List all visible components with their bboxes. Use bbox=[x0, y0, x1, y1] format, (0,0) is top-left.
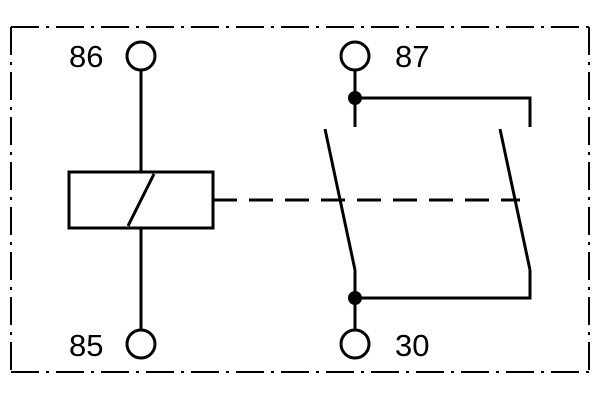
junction-dot-87 bbox=[348, 91, 362, 105]
coil-circuit bbox=[67, 40, 215, 360]
terminal-label-30: 30 bbox=[395, 328, 429, 363]
terminal-30-pin bbox=[339, 328, 371, 360]
coil-winding-slash bbox=[126, 173, 156, 227]
contact-circuit bbox=[323, 40, 532, 360]
contact-30-wire bbox=[355, 270, 532, 300]
terminal-label-86: 86 bbox=[69, 39, 103, 74]
contact-87-wire bbox=[355, 96, 532, 127]
switch-blade-left bbox=[323, 128, 357, 271]
terminal-87-pin bbox=[339, 40, 371, 72]
housing-outline bbox=[10, 26, 590, 373]
switch-blade-right bbox=[498, 128, 532, 271]
terminal-label-87: 87 bbox=[395, 39, 429, 74]
junction-dot-30 bbox=[348, 291, 362, 305]
terminal-label-85: 85 bbox=[69, 328, 103, 363]
terminal-85-pin bbox=[125, 328, 157, 360]
terminal-86-pin bbox=[125, 40, 157, 72]
